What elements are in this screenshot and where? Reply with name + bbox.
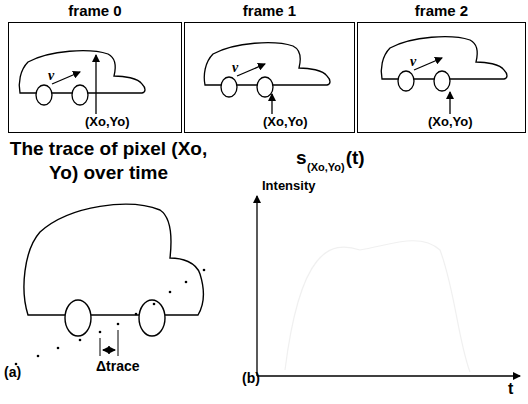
pixel-coordinate: (Xo,Yo) xyxy=(85,114,130,129)
velocity-label: v xyxy=(232,60,238,76)
axis-label: Intensity xyxy=(262,178,315,193)
video-frame: frame 1(Xo,Yo) xyxy=(184,22,355,133)
frame-title: frame 2 xyxy=(358,2,525,19)
panel-label: (a) xyxy=(4,364,21,380)
axis-label: t xyxy=(508,380,513,398)
pixel-coordinate: (Xo,Yo) xyxy=(428,114,473,129)
velocity-label: v xyxy=(410,54,416,70)
pixel-coordinate: (Xo,Yo) xyxy=(263,114,308,129)
trace-heading: The trace of pixel (Xo, Yo) over time xyxy=(6,137,211,185)
signal-name: s xyxy=(296,147,307,169)
velocity-label: v xyxy=(48,68,54,84)
signal-argument: (t) xyxy=(346,147,365,169)
trace-step: Δtrace xyxy=(96,358,140,374)
frame-title: frame 0 xyxy=(9,2,181,19)
video-frame: frame 0(Xo,Yo) xyxy=(8,22,182,133)
signal-subscript: (Xo,Yo) xyxy=(307,161,345,173)
panel-label: (b) xyxy=(242,370,260,386)
video-frame: frame 2(Xo,Yo) xyxy=(357,22,526,133)
frame-title: frame 1 xyxy=(185,2,354,19)
